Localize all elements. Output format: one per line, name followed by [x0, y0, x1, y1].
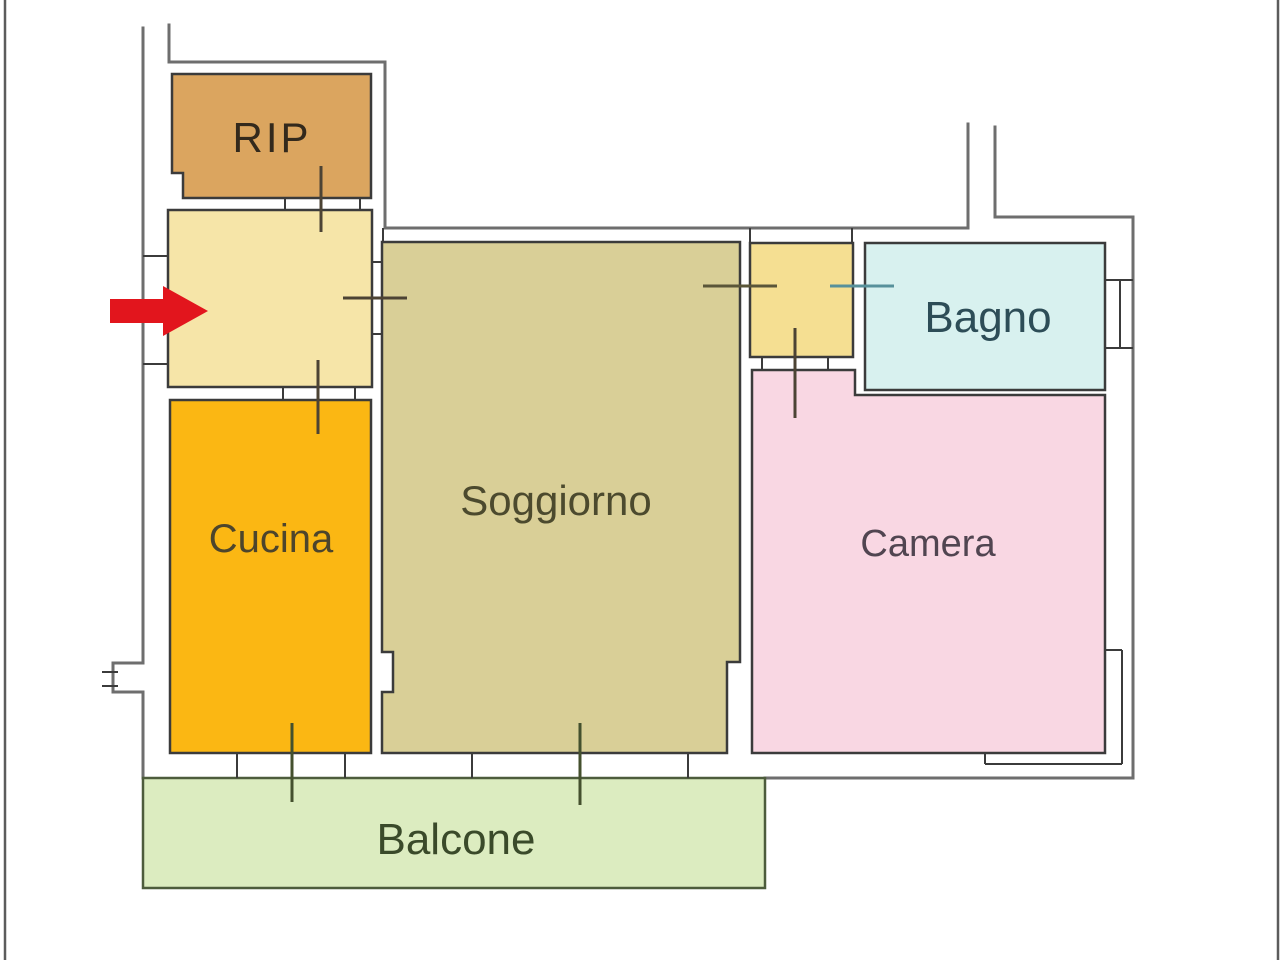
room-cucina-label: Cucina: [209, 517, 334, 561]
room-soggiorno-label: Soggiorno: [460, 477, 651, 524]
room-balcone: [141, 776, 767, 890]
outer-wall-top: [167, 23, 970, 230]
room-cucina: [168, 398, 373, 755]
camera-window: [985, 649, 1123, 765]
door-marks: [290, 166, 894, 805]
room-rip-label: RIP: [232, 114, 311, 161]
door-jamb-ticks: [102, 198, 986, 778]
room-disimpegno: [748, 241, 855, 359]
room-ingresso: [166, 208, 374, 389]
room-balcone-label: Balcone: [376, 815, 535, 864]
outer-wall-right: [763, 125, 1135, 780]
room-camera: [750, 368, 1107, 755]
entrance-arrow-icon: [110, 286, 208, 336]
room-soggiorno: [380, 240, 742, 755]
room-bagno: [863, 241, 1107, 392]
outer-wall-left: [111, 26, 145, 780]
bagno-window: [1105, 279, 1133, 349]
room-camera-label: Camera: [860, 523, 996, 565]
room-bagno-label: Bagno: [924, 293, 1051, 342]
